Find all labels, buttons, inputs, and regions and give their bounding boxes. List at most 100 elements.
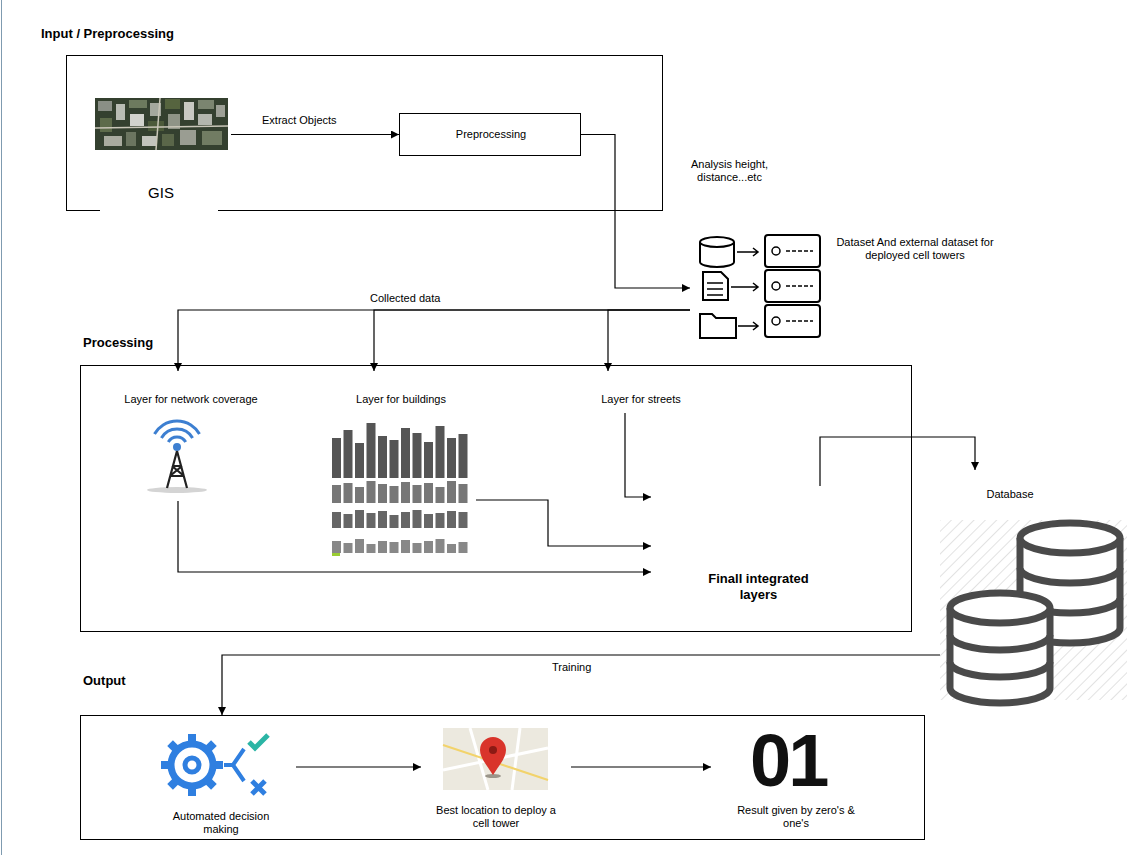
- satellite-image: [95, 98, 228, 150]
- database-illustration: [940, 520, 1127, 700]
- page-rule: [1, 0, 2, 855]
- satellite-image: [184, 102, 194, 120]
- node-label: Automated decision making: [166, 810, 276, 836]
- output-step: Best location to deploy a cell tower: [421, 726, 571, 834]
- satellite-image: [198, 114, 212, 125]
- satellite-image: [198, 100, 214, 109]
- dataset-icons: [765, 270, 820, 302]
- flow-arrow: [625, 413, 651, 497]
- dataset-icons: [707, 282, 723, 284]
- flow-arrow: [178, 501, 651, 572]
- decision-gear-icon: [161, 734, 268, 796]
- decision-gear-icon: [171, 744, 213, 786]
- satellite-image: [130, 114, 144, 126]
- antenna-icon: [173, 443, 181, 451]
- dataset-icons: [707, 288, 723, 290]
- buildings-illustration: [332, 553, 340, 556]
- satellite-image: [95, 126, 228, 128]
- satellite-image: [202, 131, 222, 145]
- buildings-illustration: [332, 423, 468, 556]
- node-label: Layer for network coverage: [101, 393, 281, 406]
- decision-gear-icon: [161, 734, 223, 796]
- dataset-icons: [700, 235, 820, 338]
- process-box: Preprocessing: [399, 113, 581, 156]
- decision-gear-icon: [252, 781, 265, 794]
- decision-gear-icon: [249, 735, 268, 748]
- decision-gear-icon: [204, 740, 217, 753]
- section-heading: Processing: [83, 335, 153, 351]
- decision-gear-icon: [224, 749, 244, 781]
- layer-node: Layer for buildings: [326, 371, 476, 561]
- database-node: Database: [940, 470, 1128, 702]
- map-pin-image: [443, 728, 548, 790]
- database-illustration: [940, 520, 1127, 703]
- buildings-illustration: [332, 539, 468, 553]
- dataset-icons: [738, 322, 758, 330]
- map-pin-image: [489, 746, 497, 754]
- decision-gear-icon: [213, 761, 223, 769]
- dataset-icons: [703, 272, 728, 300]
- satellite-image: [162, 134, 174, 146]
- satellite-image: [129, 100, 147, 108]
- satellite-image: [98, 101, 112, 111]
- layer-node: Layer for network coverage: [96, 371, 286, 501]
- box-label: Preprocessing: [405, 128, 577, 141]
- node-label: Layer for buildings: [331, 393, 471, 406]
- satellite-image: [180, 130, 196, 145]
- map-pin-image: [480, 737, 506, 775]
- database-illustration: [950, 635, 1050, 677]
- database-illustration: [950, 593, 1050, 623]
- node-label: Layer for streets: [576, 393, 706, 406]
- satellite-image: [116, 104, 125, 120]
- antenna-icon: [161, 429, 192, 438]
- node-label: Database: [970, 488, 1050, 501]
- image-node: GIS: [91, 96, 231, 206]
- decision-gear-icon: [204, 777, 217, 790]
- database-illustration: [1020, 523, 1120, 553]
- buildings-illustration: [332, 481, 468, 503]
- dataset-icons: [786, 250, 813, 252]
- antenna-icon: [168, 437, 185, 442]
- decision-gear-icon: [185, 758, 199, 772]
- panel-bottom-border: [66, 210, 100, 211]
- satellite-image: [142, 136, 157, 146]
- dataset-node: Dataset And external dataset for deploye…: [690, 230, 1010, 342]
- satellite-image: [104, 136, 122, 146]
- buildings-illustration: [332, 510, 468, 528]
- node-label: Dataset And external dataset for deploye…: [825, 236, 1005, 262]
- antenna-icon: [155, 421, 200, 434]
- flow-arrow: [608, 310, 690, 371]
- flow-arrow: [374, 310, 690, 371]
- layer-node: Layer for streets: [571, 371, 711, 413]
- antenna-icon: [147, 487, 207, 493]
- connector-group: [178, 135, 975, 768]
- logo-mark: 01: [750, 724, 826, 798]
- dataset-icons: [772, 247, 780, 255]
- node-label: Best location to deploy a cell tower: [431, 804, 561, 830]
- satellite-image: [95, 98, 228, 150]
- image-caption: GIS: [142, 184, 180, 202]
- section-panel: Layer for network coverage Layer for buil…: [80, 365, 912, 632]
- section-heading: Output: [83, 673, 126, 689]
- decision-gear-icon: [167, 777, 180, 790]
- flow-arrow: [296, 766, 421, 767]
- dataset-icons: [765, 305, 820, 337]
- dataset-icons: [772, 317, 780, 325]
- node-label: Finall integrated layers: [696, 571, 821, 602]
- panel-bottom-border: [218, 210, 663, 211]
- dataset-icons: [700, 314, 736, 338]
- decision-gear-icon: [161, 761, 171, 769]
- dataset-icons: [786, 285, 813, 287]
- satellite-image: [216, 105, 225, 117]
- antenna-icon: [167, 451, 187, 488]
- satellite-image: [165, 99, 180, 109]
- integration-node: Finall integrated layers: [651, 486, 836, 611]
- buildings-illustration: [332, 423, 468, 478]
- satellite-image: [148, 121, 164, 131]
- dataset-icons: [731, 283, 758, 291]
- flow-arrow: [476, 500, 651, 546]
- dataset-icons: [707, 294, 723, 296]
- flow-arrow: [820, 437, 975, 486]
